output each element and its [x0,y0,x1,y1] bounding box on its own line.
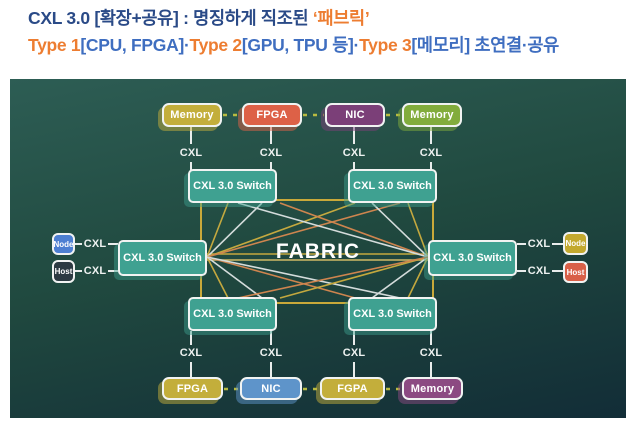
bottom-links [190,331,432,377]
diagram-panel: Memory FPGA NIC Memory CXL 3.0 Switch CX… [10,79,626,418]
node-label: Node [565,239,586,248]
device-memory-top-left: Memory [162,103,222,127]
device-fpga-bottom: FPGA [162,377,223,400]
headline-line2: Type 1[CPU, FPGA]·Type 2[GPU, TPU 등]·Typ… [28,32,628,58]
headline: CXL 3.0 [확장+공유] : 명징하게 직조된 ‘패브릭’ Type 1[… [28,5,628,58]
cxl-label: CXL [342,147,366,159]
device-label: FGPA [337,382,368,395]
device-label: NIC [345,109,365,121]
top-links [190,127,432,170]
device-label: Memory [410,109,454,121]
switch-bottom-right: CXL 3.0 Switch [348,297,437,331]
device-label: NIC [261,382,281,395]
headline-line1: CXL 3.0 [확장+공유] : 명징하게 직조된 ‘패브릭’ [28,5,628,32]
switch-label: CXL 3.0 Switch [193,308,272,320]
device-nic-bottom: NIC [240,377,302,400]
fabric-label: FABRIC [275,240,361,263]
connection-lines [74,113,563,391]
node-left: Node [52,233,75,255]
cxl-label: CXL [342,347,366,359]
type2-detail: [GPU, TPU 등]· [241,35,360,55]
cxl-label: CXL [419,147,443,159]
headline-line1-highlight: ‘패브릭’ [312,8,370,28]
node-right: Node [563,232,588,255]
type3-label: Type 3 [359,35,412,55]
device-memory-top-right: Memory [402,103,462,127]
type1-label: Type 1 [28,35,81,55]
headline-line1-main: CXL 3.0 [확장+공유] : 명징하게 직조된 [28,8,313,28]
host-left: Host [52,260,75,283]
cxl-label: CXL [527,265,551,277]
node-label: Host [566,267,585,277]
switch-label: CXL 3.0 Switch [123,252,202,264]
side-links [74,243,563,272]
node-label: Host [54,267,73,276]
cxl-label: CXL [527,238,551,250]
dashed-connectors [223,113,401,391]
cxl-label: CXL [419,347,443,359]
switch-label: CXL 3.0 Switch [353,180,432,192]
device-label: FPGA [256,109,288,121]
switch-label: CXL 3.0 Switch [433,252,512,264]
cxl-label: CXL [259,347,283,359]
host-right: Host [563,261,588,283]
type2-label: Type 2 [189,35,243,55]
cxl-label: CXL [83,265,107,277]
switch-mid-left: CXL 3.0 Switch [118,240,207,276]
device-nic-top: NIC [325,103,385,127]
cxl-label: CXL [179,347,203,359]
device-label: Memory [170,109,214,121]
cxl-label: CXL [83,238,107,250]
switch-top-right: CXL 3.0 Switch [348,169,437,203]
device-fgpa-bottom: FGPA [320,377,385,400]
device-label: FPGA [176,382,209,395]
device-fpga-top: FPGA [242,103,302,127]
device-label: Memory [410,382,455,395]
node-label: Node [53,239,74,249]
type1-detail: [CPU, FPGA]· [80,35,190,55]
switch-mid-right: CXL 3.0 Switch [428,240,517,276]
fabric-mesh [206,202,429,299]
device-memory-bottom: Memory [402,377,463,400]
switch-bottom-left: CXL 3.0 Switch [188,297,277,331]
type3-detail: [메모리] 초연결·공유 [411,35,559,55]
switch-top-left: CXL 3.0 Switch [188,169,277,203]
cxl-label: CXL [179,147,203,159]
switch-label: CXL 3.0 Switch [193,180,272,192]
switch-label: CXL 3.0 Switch [353,308,432,320]
cxl-label: CXL [259,147,283,159]
